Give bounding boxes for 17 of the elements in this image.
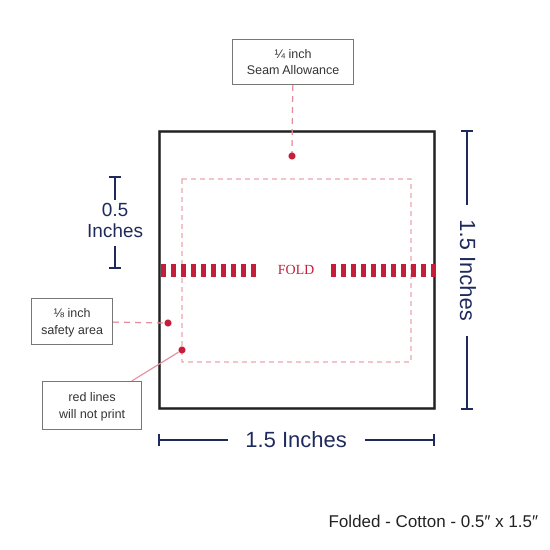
callout-text: ¼ inch bbox=[274, 46, 312, 62]
callout-text: red lines bbox=[68, 389, 116, 406]
marker-dot bbox=[164, 320, 172, 326]
callout-text: Seam Allowance bbox=[246, 62, 340, 78]
callout-box bbox=[31, 298, 113, 345]
caption: Folded - Cotton - 0.5″ x 1.5″ bbox=[328, 512, 538, 532]
marker-dot bbox=[178, 346, 186, 354]
callout-text: will not print bbox=[59, 406, 125, 422]
callout-box bbox=[42, 381, 142, 430]
callout-text: safety area bbox=[41, 322, 103, 338]
callout-box bbox=[232, 39, 354, 85]
marker-dot bbox=[288, 152, 296, 160]
leader-line bbox=[112, 322, 165, 324]
fold-label: FOLD bbox=[278, 263, 314, 279]
leader-line bbox=[291, 85, 294, 152]
leader-line bbox=[131, 352, 179, 382]
callout-text: ⅛ inch bbox=[54, 305, 90, 322]
